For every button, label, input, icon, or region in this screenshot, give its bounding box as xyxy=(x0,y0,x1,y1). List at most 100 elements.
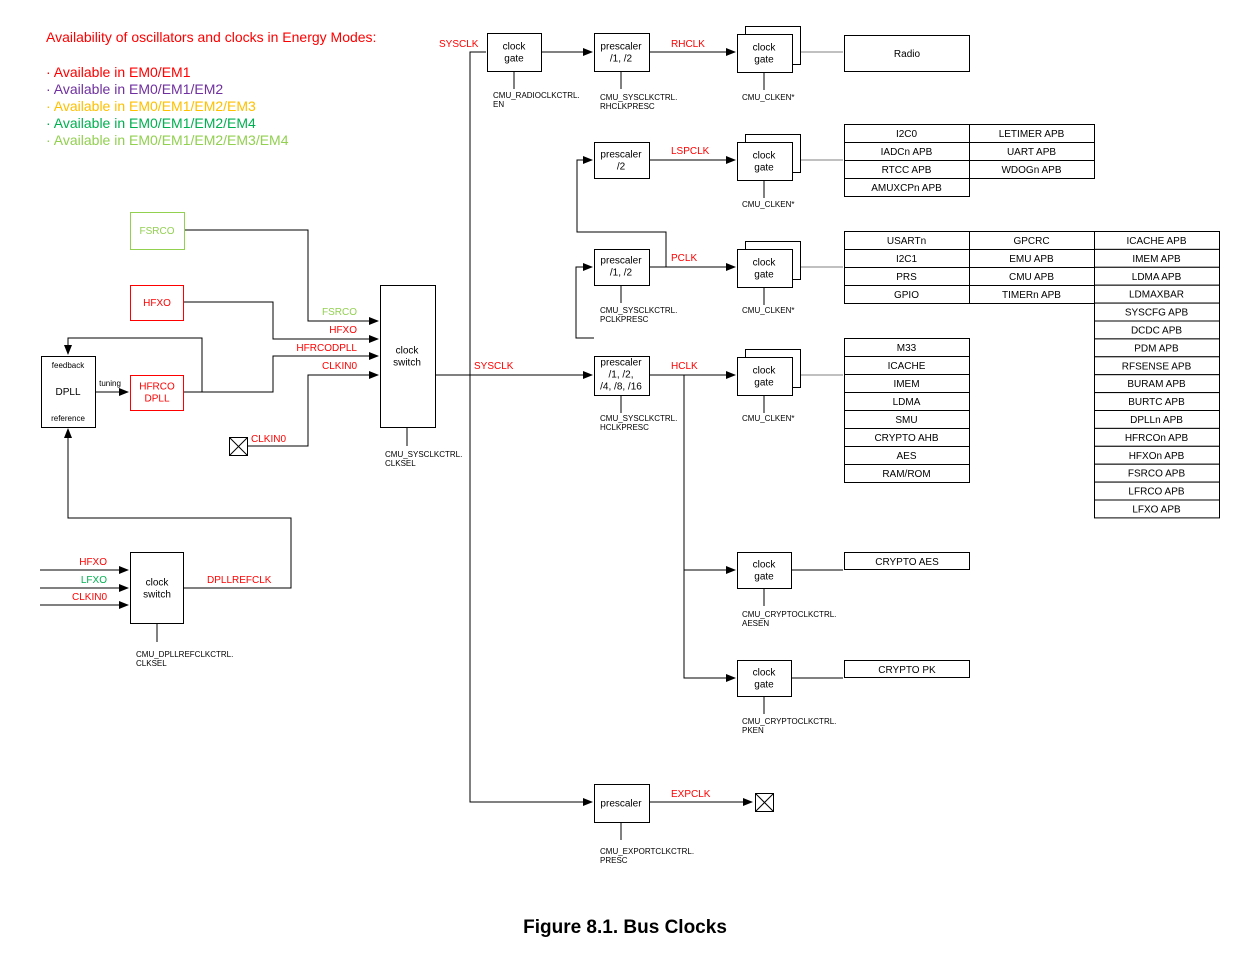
hfxo-label: HFXO xyxy=(143,298,171,309)
pk-clock-gate-label-line-2: gate xyxy=(754,680,774,691)
hclk-presc-register-line-2: HCLKPRESC xyxy=(600,423,649,432)
ref-lfxo-signal-label: LFXO xyxy=(81,575,107,586)
sysclk-sel-register-line-2: CLKSEL xyxy=(385,459,416,468)
sysclk-sel-register-line-1: CMU_SYSCLKCTRL. xyxy=(385,450,462,459)
lspclk-clock-gate xyxy=(737,142,793,181)
rhclk-presc-register-line-1: CMU_SYSCLKCTRL. xyxy=(600,93,677,102)
hclk-to-pclk-wire xyxy=(575,263,594,339)
crypto-aes-label: CRYPTO AES xyxy=(875,557,939,568)
dpllref-switch-label-line-2: switch xyxy=(143,590,171,601)
dpllref-switch-box xyxy=(130,552,184,624)
dpll-label: DPLL xyxy=(55,387,80,398)
rhclk-clock-gate-label-line-2: gate xyxy=(754,55,774,66)
rhclk-prescaler-label-line-2: /1, /2 xyxy=(610,54,633,65)
fsrco-label: FSRCO xyxy=(140,226,175,237)
hfrco-dpll-label-line-2: DPLL xyxy=(144,394,169,405)
pclk-presc-register-line-2: PCLKPRESC xyxy=(600,315,649,324)
aes-clock-gate-label-line-2: gate xyxy=(754,572,774,583)
pclk-peripheral-col3-cell-label-11: DPLLn APB xyxy=(1130,415,1183,426)
pclk-peripheral-col2-cell-label-2: EMU APB xyxy=(1009,254,1054,265)
rhclk-signal-label: RHCLK xyxy=(671,39,705,50)
pclk-peripheral-col3-cell-label-14: FSRCO APB xyxy=(1128,469,1186,480)
pclk-prescaler-label-line-2: /1, /2 xyxy=(610,268,633,279)
fsrco-box xyxy=(130,212,185,250)
clkin0-wire xyxy=(248,371,379,447)
crypto-pk-label: CRYPTO PK xyxy=(878,665,936,676)
pclk-clken-register-line-1: CMU_CLKEN* xyxy=(742,306,794,315)
pclk-prescaler-label-line-1: prescaler xyxy=(600,256,642,267)
ref-hfxo-signal-label: HFXO xyxy=(79,557,107,568)
rhclk-clock-gate-label-line-1: clock xyxy=(753,43,777,54)
sysclk-exp-wire xyxy=(469,375,593,806)
aes-en-register-line-2: AESEN xyxy=(742,619,769,628)
lspclk-peripheral-col2-cell-label-3: WDOGn APB xyxy=(1001,165,1061,176)
crypto-aes-box xyxy=(844,552,970,570)
pclk-peripheral-col1-cell-label-1: USARTn xyxy=(887,236,926,247)
hclk-peripheral-col-cell-label-8: RAM/ROM xyxy=(882,469,930,480)
sysclk-trunk-wire xyxy=(435,51,486,376)
hfxo-box xyxy=(130,285,184,321)
dpllrefclk-signal-label: DPLLREFCLK xyxy=(207,575,272,586)
lspclk-clken-register-line-1: CMU_CLKEN* xyxy=(742,200,794,209)
hclk-peripheral-col-cell-label-1: M33 xyxy=(897,343,917,354)
pk-en-register-line-1: CMU_CRYPTOCLKCTRL. xyxy=(742,717,836,726)
rhclk-clken-register-line-1: CMU_CLKEN* xyxy=(742,93,794,102)
hclk-peripheral-col-cell-8 xyxy=(844,464,970,483)
legend-item-em1: · Available in EM0/EM1 xyxy=(46,64,191,80)
hclk-peripheral-col-cell-label-5: SMU xyxy=(895,415,917,426)
hfrco-dpll-label-line-1: HFRCO xyxy=(139,382,175,393)
hclk-clock-gate-label-line-1: clock xyxy=(753,366,777,377)
hclk-signal-label: HCLK xyxy=(671,361,698,372)
hfrcodpll-wire xyxy=(184,352,379,393)
pclk-peripheral-col3-cell-label-2: IMEM APB xyxy=(1132,254,1181,265)
lspclk-prescaler-label-line-1: prescaler xyxy=(600,150,642,161)
exp-prescaler-label-line-1: prescaler xyxy=(600,799,642,810)
hclk-peripheral-col-cell-label-2: ICACHE xyxy=(888,361,926,372)
legend-item-em3: · Available in EM0/EM1/EM2/EM3 xyxy=(46,98,256,114)
legend-item-em4: · Available in EM0/EM1/EM2/EM4 xyxy=(46,115,256,131)
tuning-label: tuning xyxy=(99,379,121,388)
figure-caption: Figure 8.1. Bus Clocks xyxy=(523,917,727,938)
pclk-peripheral-col3-cell-label-9: BURAM APB xyxy=(1127,379,1186,390)
hclk-peripheral-col-cell-label-3: IMEM xyxy=(893,379,919,390)
radio-gate-box xyxy=(487,33,542,72)
pclk-peripheral-col3-cell-label-3: LDMA APB xyxy=(1132,272,1182,283)
rhclk-presc-register-line-2: RHCLKPRESC xyxy=(600,102,655,111)
lspclk-peripheral-col1-cell-label-1: I2C0 xyxy=(896,129,918,140)
hclk-presc-register-line-1: CMU_SYSCLKCTRL. xyxy=(600,414,677,423)
ref-clkin0-signal-label: CLKIN0 xyxy=(72,592,107,603)
sysclk-top-signal-label: SYSCLK xyxy=(439,39,479,50)
hclk-peripheral-col-cell-label-7: AES xyxy=(896,451,916,462)
clkin0-external-pin-cross-b xyxy=(229,437,248,456)
pclk-peripheral-col3-cell-label-8: RFSENSE APB xyxy=(1122,361,1192,372)
lspclk-clock-gate-label-line-1: clock xyxy=(753,151,777,162)
lspclk-peripheral-col2-cell-3 xyxy=(969,160,1095,179)
sysclk-signal-label: SYSCLK xyxy=(474,361,514,372)
legend-item-em2: · Available in EM0/EM1/EM2 xyxy=(46,81,224,97)
exp-presc-register-line-1: CMU_EXPORTCLKCTRL. xyxy=(600,847,694,856)
pclk-peripheral-col1-cell-label-3: PRS xyxy=(896,272,917,283)
pk-en-register-line-2: PKEN xyxy=(742,726,764,735)
aes-en-register-line-1: CMU_CRYPTOCLKCTRL. xyxy=(742,610,836,619)
radio-en-register-line-2: EN xyxy=(493,100,504,109)
pclk-peripheral-col3-cell-label-16: LFXO APB xyxy=(1132,504,1181,515)
pclk-clock-gate xyxy=(737,249,793,288)
rhclk-clock-gate xyxy=(737,34,793,73)
pclk-peripheral-col3-cell-label-1: ICACHE APB xyxy=(1126,236,1186,247)
radio-label: Radio xyxy=(894,49,921,60)
exp-presc-register-line-2: PRESC xyxy=(600,856,628,865)
radio-gate-label-line-1: clock xyxy=(503,42,527,53)
dpll-feedback-wire xyxy=(64,337,203,392)
dpll-box xyxy=(41,356,96,428)
clkin0-source-label: CLKIN0 xyxy=(251,434,286,445)
sysclk-switch-label-line-1: clock xyxy=(396,346,420,357)
pclk-peripheral-col3-cell-label-12: HFRCOn APB xyxy=(1125,433,1189,444)
dpllref-sel-register-line-1: CMU_DPLLREFCLKCTRL. xyxy=(136,650,233,659)
pclk-peripheral-col2-cell-label-1: GPCRC xyxy=(1013,236,1049,247)
lspclk-peripheral-col2-cell-label-1: LETIMER APB xyxy=(999,129,1065,140)
pclk-peripheral-col3-cell-label-7: PDM APB xyxy=(1134,343,1179,354)
hclk-prescaler-label-line-3: /4, /8, /16 xyxy=(600,382,642,393)
pclk-clock-gate-label-line-1: clock xyxy=(753,258,777,269)
lspclk-peripheral-col1-cell-4 xyxy=(844,178,970,197)
